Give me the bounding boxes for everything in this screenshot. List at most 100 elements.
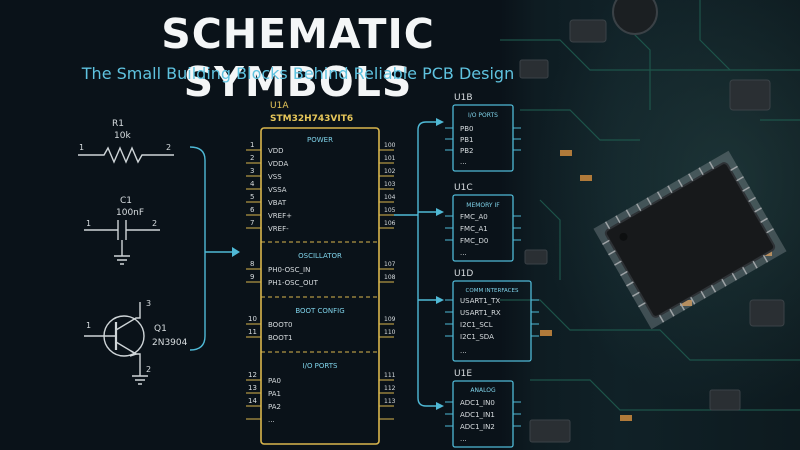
u1a-body <box>260 127 380 445</box>
arrow-u1d-icon <box>436 296 444 304</box>
pin-number-right: 103 <box>384 181 396 188</box>
capacitor-c1: C1 100nF 1 2 <box>84 196 160 265</box>
pin-row: 3 VSS 102 <box>246 167 396 181</box>
osc-pins: 8 PH0-OSC_IN 107 9 PH1-OSC_OUT 108 <box>246 260 396 287</box>
pin-number-left: 3 <box>250 167 254 175</box>
pin-name: VDDA <box>268 160 288 168</box>
pin-number-right: 102 <box>384 168 396 175</box>
q1-pin1: 1 <box>86 321 91 330</box>
pin-name: PA0 <box>268 377 281 385</box>
pin-name: VBAT <box>268 199 287 207</box>
pin-row: 8 PH0-OSC_IN 107 <box>246 260 396 274</box>
arrow-to-u1a-icon <box>232 247 240 257</box>
pin-number-right: 101 <box>384 155 396 162</box>
pin-number-left: 11 <box>248 328 257 336</box>
pin-number-left: 14 <box>248 397 257 405</box>
pcb-photo <box>500 0 800 450</box>
pin-number-left: 2 <box>250 154 254 162</box>
pin-name: ADC1_IN2 <box>460 423 495 431</box>
arrow-u1e-icon <box>436 402 444 410</box>
q1-pin3: 3 <box>146 299 151 308</box>
pin-name: ... <box>460 249 467 257</box>
resistor-symbol <box>78 146 174 164</box>
pin-number-right: 100 <box>384 142 396 149</box>
r1-pin1: 1 <box>79 143 84 152</box>
pin-number-right: 109 <box>384 316 396 323</box>
transistor-q1: Q1 2N3904 1 3 2 <box>84 299 188 385</box>
pin-name: VSS <box>268 173 282 181</box>
pin-name: PB2 <box>460 147 473 155</box>
pin-number-left: 5 <box>250 193 254 201</box>
pin-number-left: 10 <box>248 315 257 323</box>
pin-number-right: 106 <box>384 220 396 227</box>
pin-row: 7 VREF- 106 <box>246 219 396 233</box>
pin-row: 13 PA1 112 <box>246 384 396 398</box>
q1-value: 2N3904 <box>152 338 188 348</box>
u1a-ref: U1A <box>270 101 289 111</box>
pin-number-right: 108 <box>384 274 396 281</box>
r1-value: 10k <box>114 131 131 141</box>
pin-name: VREF- <box>268 225 289 233</box>
section-osc-header: OSCILLATOR <box>298 252 342 260</box>
pin-row: 2 VDDA 101 <box>246 154 396 168</box>
r1-pin2: 2 <box>166 143 171 152</box>
u1d-body <box>452 280 532 362</box>
q1-pin2: 2 <box>146 365 151 374</box>
u1c-header: MEMORY IF <box>466 202 500 209</box>
pin-number-right: 111 <box>384 372 396 379</box>
page-title: SCHEMATIC SYMBOLS <box>161 10 435 106</box>
pin-number-left: 13 <box>248 384 257 392</box>
pin-name: USART1_RX <box>460 309 501 317</box>
pin-row: 4 VSSA 103 <box>246 180 396 194</box>
pin-row: 12 PA0 111 <box>246 371 396 385</box>
pin-number-left: 8 <box>250 260 254 268</box>
pin-name: PH1-OSC_OUT <box>268 279 319 287</box>
boot-pins: 10 BOOT0 109 11 BOOT1 110 <box>246 315 396 342</box>
u1d-header: COMM INTERFACES <box>466 288 519 294</box>
u1b-header: I/O PORTS <box>468 112 498 119</box>
u1a-part: STM32H743VIT6 <box>270 114 353 124</box>
pin-name: VSSA <box>268 186 287 194</box>
pin-name: BOOT1 <box>268 334 292 342</box>
pin-name: I2C1_SCL <box>460 321 493 329</box>
q1-ref: Q1 <box>154 324 167 334</box>
pin-row: 9 PH1-OSC_OUT 108 <box>246 273 396 287</box>
pin-name: ADC1_IN1 <box>460 411 495 419</box>
pin-row: 6 VREF+ 105 <box>246 206 396 220</box>
section-io-header: I/O PORTS <box>303 362 339 370</box>
pin-row: 5 VBAT 104 <box>246 193 396 207</box>
pin-row: 10 BOOT0 109 <box>246 315 396 329</box>
fanout-arrows <box>436 118 444 410</box>
pin-name: ... <box>460 435 467 443</box>
u1b-ref: U1B <box>454 93 473 103</box>
capacitor-symbol <box>84 220 160 265</box>
pin-number-left: 1 <box>250 141 254 149</box>
pin-number-right: 104 <box>384 194 396 201</box>
u1a-symbol: U1A STM32H743VIT6 POWER OSCILLATOR BOOT … <box>246 101 396 445</box>
u1e-ref: U1E <box>454 369 472 379</box>
pin-name: PA1 <box>268 390 281 398</box>
pin-number-right: 107 <box>384 261 396 268</box>
pin-number-left: 7 <box>250 219 254 227</box>
pin-number-right: 105 <box>384 207 396 214</box>
pin-name: PA2 <box>268 403 281 411</box>
pin-name: FMC_A0 <box>460 213 488 221</box>
pin-name: FMC_D0 <box>460 237 488 245</box>
pin-name: ... <box>268 416 275 424</box>
c1-pin1: 1 <box>86 219 91 228</box>
u1b-body <box>452 104 514 172</box>
unit-u1e: U1E ANALOG ADC1_IN0 ADC1_IN1 ADC1_IN2 ..… <box>445 369 521 448</box>
pin-row: 11 BOOT1 110 <box>246 328 396 342</box>
resistor-r1: R1 10k 1 2 <box>78 119 174 164</box>
transistor-symbol <box>84 302 148 385</box>
r1-ref: R1 <box>112 119 124 129</box>
pin-name: USART1_TX <box>460 297 500 305</box>
pin-name: BOOT0 <box>268 321 292 329</box>
arrow-u1b-icon <box>436 118 444 126</box>
unit-u1c: U1C MEMORY IF FMC_A0 FMC_A1 FMC_D0 ... <box>445 183 521 262</box>
u1e-header: ANALOG <box>470 387 496 394</box>
c1-pin2: 2 <box>152 219 157 228</box>
pin-name: PB1 <box>460 136 473 144</box>
pin-name: PB0 <box>460 125 473 133</box>
